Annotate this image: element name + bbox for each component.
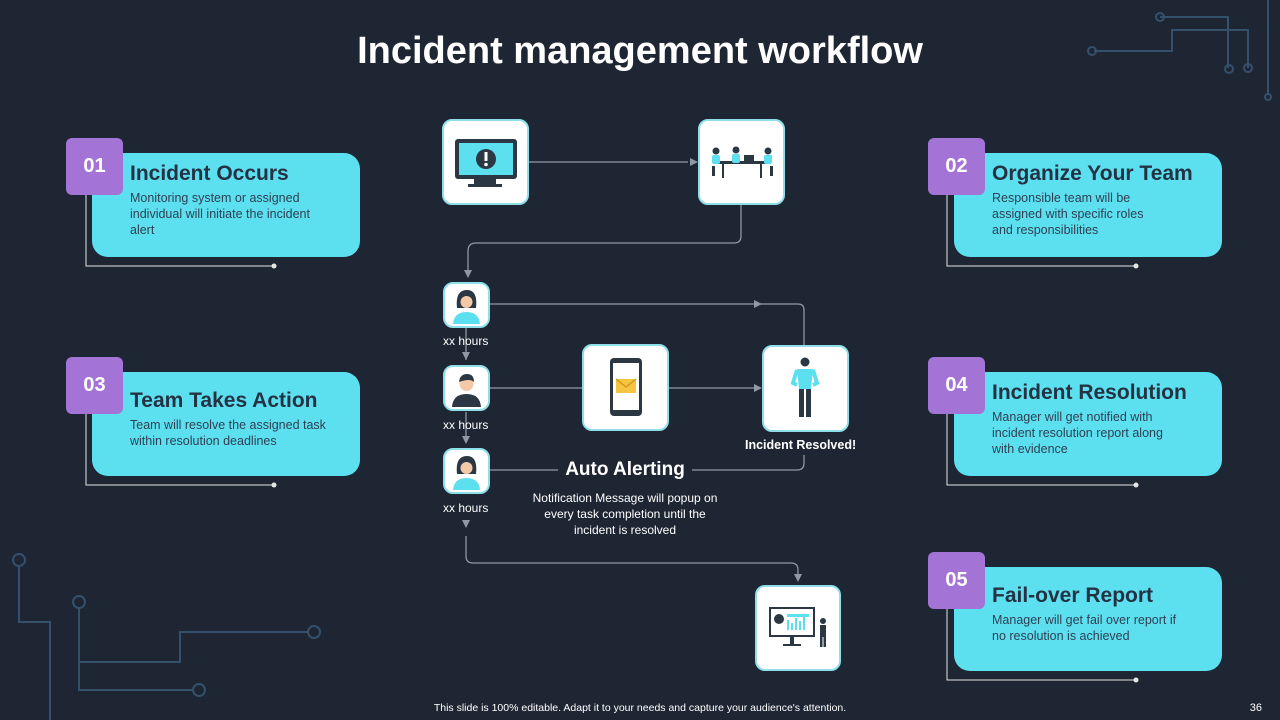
step-description: Responsible team will be assigned with s… [992,191,1144,237]
step-description: Monitoring system or assigned individual… [130,191,310,237]
phone-tile [582,344,669,431]
step-card-fail-over-report: Fail-over Report Manager will get fail o… [954,567,1222,671]
page-number: 36 [1249,702,1262,714]
phone-message-icon [610,358,642,416]
step-number-badge: 05 [928,552,985,609]
woman-avatar-icon [453,290,480,324]
step-card-organize-team: Organize Your Team Responsible team will… [954,153,1222,257]
woman-avatar-icon [453,456,480,490]
step-heading: Incident Occurs [130,162,289,185]
monitor-alert-icon [455,139,517,187]
person-tile-2 [443,365,490,411]
monitor-tile [442,119,529,205]
hours-label: xx hours [443,501,489,515]
step-card-incident-occurs: Incident Occurs Monitoring system or ass… [92,153,360,257]
step-heading: Incident Resolution [992,381,1187,404]
step-number-badge: 02 [928,138,985,195]
team-meeting-icon [712,146,773,178]
hours-label: xx hours [443,418,489,432]
step-heading: Organize Your Team [992,162,1193,185]
incident-resolved-label: Incident Resolved! [745,438,857,452]
step-heading: Fail-over Report [992,584,1154,607]
step-heading: Team Takes Action [130,389,318,412]
resolver-tile [762,345,849,432]
hours-label: xx hours [443,334,489,348]
step-card-incident-resolution: Incident Resolution Manager will get not… [954,372,1222,476]
step-description: Manager will get notified with incident … [992,410,1163,456]
slide-title: Incident management workflow [357,30,923,72]
man-avatar-icon [452,374,481,407]
step-number-badge: 01 [66,138,123,195]
footer-note: This slide is 100% editable. Adapt it to… [433,702,847,714]
standing-man-icon [790,357,820,417]
step-number-badge: 04 [928,357,985,414]
step-description: Manager will get fail over report if no … [992,613,1177,643]
presentation-report-icon [769,607,826,647]
person-tile-3 [443,448,490,494]
step-number-badge: 03 [66,357,123,414]
auto-alerting-description: Notification Message will popup on every… [532,491,718,537]
step-description: Team will resolve the assigned task with… [130,418,326,448]
step-card-team-takes-action: Team Takes Action Team will resolve the … [92,372,360,476]
team-tile [698,119,785,205]
report-tile [755,585,841,671]
person-tile-1 [443,282,490,328]
auto-alerting-title: Auto Alerting [565,459,685,480]
